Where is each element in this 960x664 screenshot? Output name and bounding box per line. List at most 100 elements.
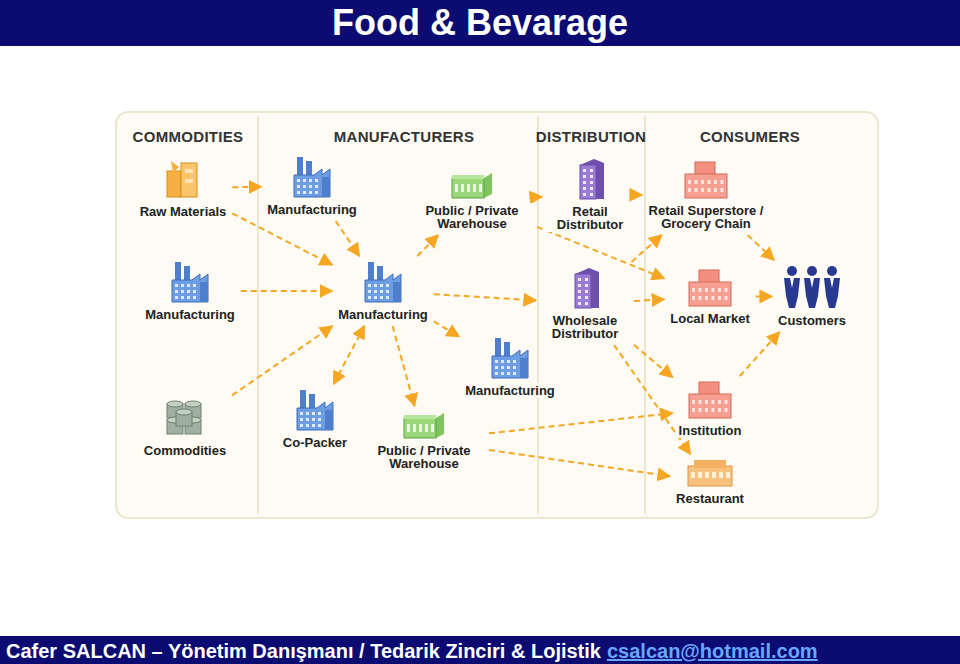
node-label: Manufacturing (265, 202, 359, 217)
icon-shape (807, 266, 817, 276)
icon-shape (374, 290, 377, 293)
icon-shape (309, 185, 312, 188)
node-label: Customers (776, 313, 848, 328)
icon-shape (300, 424, 303, 427)
icon-shape (694, 460, 726, 468)
icon-shape (386, 290, 389, 293)
icon-shape (377, 266, 383, 280)
icon-shape (187, 290, 190, 293)
flow-arrow (634, 299, 664, 301)
icon-shape (455, 184, 458, 192)
icon-shape (501, 366, 504, 369)
icon-shape (380, 284, 383, 287)
icon-shape (721, 180, 724, 184)
flow-arrow (634, 345, 673, 378)
icon-shape (318, 412, 321, 415)
factory-icon (363, 260, 403, 304)
icon-shape (692, 400, 695, 404)
icon-shape (590, 187, 593, 190)
icon-shape (804, 278, 820, 308)
icon-shape (297, 191, 300, 194)
icon-shape (300, 418, 303, 421)
icon-shape (578, 302, 581, 305)
icon-shape (297, 402, 333, 430)
icon-shape (193, 290, 196, 293)
flow-arrow (434, 321, 459, 336)
node-label: Local Market (668, 311, 751, 326)
icon-shape (705, 288, 708, 292)
icon-shape (718, 400, 721, 404)
icon-shape (452, 175, 484, 179)
icon-shape (368, 284, 371, 287)
factory-icon (295, 388, 335, 432)
icon-shape (315, 185, 318, 188)
icon-shape (181, 284, 184, 287)
icon-shape (585, 278, 588, 281)
icon-shape (200, 282, 208, 302)
raw-icon (163, 157, 203, 201)
icon-shape (404, 413, 444, 438)
flow-arrow (393, 326, 415, 406)
icon-shape (365, 274, 401, 302)
icon-shape (718, 288, 721, 292)
icon-shape (714, 188, 717, 192)
icon-shape (698, 408, 701, 412)
icon-shape (309, 179, 312, 182)
footer-email: csalcan@hotmail.com (607, 640, 818, 663)
icon-shape (590, 169, 593, 172)
icon-shape (575, 268, 599, 308)
icon-shape (325, 410, 333, 430)
retail-icon (687, 380, 733, 420)
node-label: Retail Superstore / Grocery Chain (646, 203, 766, 231)
icon-shape (306, 412, 309, 415)
flow-arrow (756, 295, 772, 297)
icon-shape (193, 296, 196, 299)
icon-shape (724, 288, 727, 292)
icon-shape (303, 191, 306, 194)
icon-shape (167, 171, 181, 197)
icon-shape (585, 284, 588, 287)
icon-shape (175, 262, 181, 280)
slide-title: Food & Bevarage (0, 0, 960, 46)
icon-shape (698, 288, 701, 292)
icon-shape (181, 290, 184, 293)
icon-shape (692, 408, 695, 412)
icon-shape (708, 188, 711, 192)
node-box: Retail Superstore / Grocery Chain (646, 160, 766, 231)
icon-shape (419, 424, 422, 432)
icon-shape (309, 394, 315, 408)
factory-icon (490, 336, 530, 380)
icon-shape (507, 366, 510, 369)
icon-shape (580, 165, 596, 199)
icon-shape (705, 296, 708, 300)
icon-shape (193, 284, 196, 287)
icon-shape (701, 188, 704, 192)
column-heading: CONSUMERS (700, 128, 800, 145)
icon-shape (708, 180, 711, 184)
flow-arrow (434, 294, 536, 300)
icon-shape (688, 466, 732, 486)
icon-shape (495, 372, 498, 375)
icon-shape (368, 290, 371, 293)
icon-shape (578, 278, 581, 281)
node-box: Institution (677, 380, 744, 438)
icon-shape (185, 179, 193, 183)
icon-shape (175, 284, 178, 287)
icon-shape (711, 408, 714, 412)
icon-shape (184, 266, 190, 280)
icon-shape (413, 424, 416, 432)
node-box: Raw Materials (138, 157, 229, 219)
flow-arrow (537, 227, 664, 279)
icon-shape (691, 472, 695, 478)
icon-shape (784, 278, 800, 308)
restaurant-icon (686, 458, 734, 488)
icon-shape (368, 262, 374, 280)
icon-shape (309, 191, 312, 194)
flow-arrow (638, 194, 642, 196)
icon-shape (187, 296, 190, 299)
whs-icon (450, 170, 494, 200)
icon-shape (404, 415, 436, 419)
node-label: Manufacturing (463, 383, 557, 398)
